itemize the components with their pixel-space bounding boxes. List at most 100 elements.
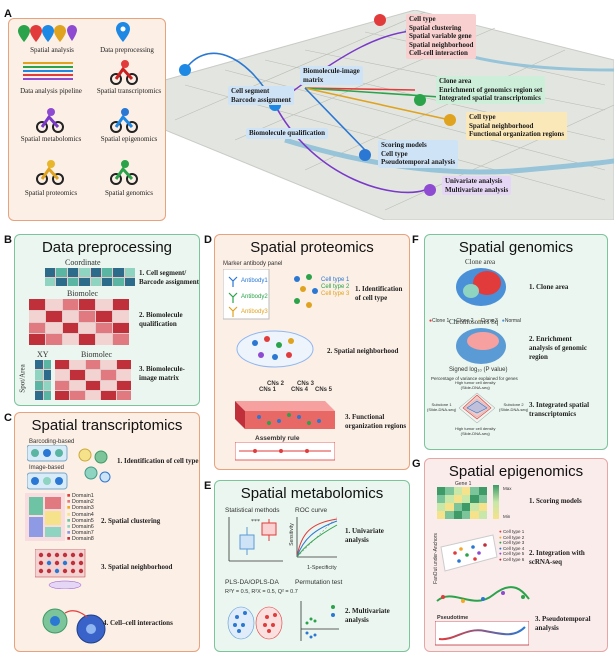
cn-label: CNs 2 — [267, 381, 285, 387]
antibody-label: Antibody3 — [241, 309, 268, 315]
panel-d-letter: D — [204, 234, 212, 246]
marker-panel-label: Marker antibody panel — [223, 261, 283, 267]
blue-rider-icon — [110, 108, 138, 133]
panel-b-title: Data preprocessing — [41, 239, 173, 256]
map-pin-icon — [374, 14, 386, 26]
radar-right-label: Subclone 2 (Slide-DNA-seq) — [499, 402, 529, 412]
panel-d-title: Spatial proteomics — [250, 239, 374, 256]
celltype-item: ● Cell type 2 — [499, 534, 525, 540]
permutation-chart — [300, 601, 339, 641]
location-pins-icon — [18, 25, 77, 42]
spatial-cluster-map — [25, 493, 65, 541]
panel-f-title: Spatial genomics — [458, 239, 574, 256]
map-tag-genomics: Clone area Enrichment of genomics region… — [436, 76, 546, 104]
panel-f-box: Spatial genomics Clone area ●Clone 1 ●Cl… — [424, 234, 608, 450]
celltype-item: ● Cell type 5 — [499, 551, 525, 556]
green-rider-icon — [110, 160, 138, 185]
biomolecule-heatmap — [29, 299, 129, 345]
step-label: 3. Spatial neighborhood — [101, 563, 173, 571]
antibody-panel — [223, 269, 270, 320]
radar-chart — [458, 392, 496, 424]
step-label: 1. Cell segment/ Barcode assignment — [139, 269, 199, 286]
clone-legend: ●Clone 1 ●Clone 2 ●Clone 3 ●Normal — [429, 309, 521, 327]
svg-text:***: *** — [251, 519, 260, 525]
panel-a-legend: Spatial analysis Data preprocessing Data… — [8, 18, 166, 221]
signed-label: Signed log₁₀ (P value) — [449, 367, 508, 373]
step-label: 3. Pseudotemporal analysis — [535, 615, 591, 632]
cn-label: CNs 1 — [259, 387, 277, 393]
cn-label: CNs 4 — [291, 387, 309, 393]
step-label: 1. Scoring models — [529, 497, 582, 505]
cn-labels: CNs 1 CNs 2 CNs 3 CNs 4 CNs 5 — [251, 381, 341, 393]
panel-g-title: Spatial epigenomics — [448, 463, 584, 480]
legend-label: Data analysis pipeline — [20, 87, 82, 95]
clone-area-label: Clone area — [465, 258, 496, 266]
map-tag-cell-segment: Cell segment Barcode assignment — [228, 86, 294, 105]
roc-curve-chart — [296, 516, 338, 558]
blue-pin-icon — [116, 22, 130, 42]
panel-e-title: Spatial metabolomics — [240, 485, 384, 502]
panel-b-letter: B — [4, 234, 12, 246]
celltype-item: ● Cell type 6 — [499, 556, 525, 562]
panel-f-letter: F — [412, 234, 419, 246]
celltype-item: ● Cell type 1 — [499, 529, 525, 534]
gene-label: Gene 1 — [455, 481, 472, 487]
radar-left-label: Subclone 1 (Slide-DNA-seq) — [427, 402, 457, 412]
variance-label: Percentage of variance explained for gen… — [431, 376, 518, 381]
boxplot-chart: *** — [228, 517, 283, 562]
panel-d-box: Spatial proteomics Marker antibody panel… — [214, 234, 410, 470]
radar-top-label: High tumor cell density (Slide-DNA-seq) — [455, 380, 496, 390]
biomolec-label-2: Biomolec — [81, 350, 113, 359]
cell-type-item: Cell type 1 — [321, 277, 350, 283]
pseudotime-label: Pseudotime — [437, 615, 469, 621]
assembly-rule-chart — [235, 442, 335, 461]
domain-item: ■ Domain2 — [67, 499, 94, 506]
red-rider-icon — [110, 60, 138, 85]
pls-scatter-chart — [227, 606, 283, 640]
domain-item: ■ Domain4 — [67, 511, 94, 518]
cn-label: CNs 5 — [315, 387, 333, 393]
cell-types-illustration — [27, 445, 68, 490]
step-label: 3. Biomolecule- image matrix — [139, 365, 185, 382]
panel-g-letter: G — [412, 458, 421, 470]
panel-c-letter: C — [4, 412, 12, 424]
scoring-heatmap — [437, 487, 487, 519]
legend-label: Spatial metabolomics — [20, 135, 82, 143]
step-label: 2. Enrichment analysis of genomic region — [529, 335, 587, 361]
legend-label: Spatial genomics — [104, 189, 154, 197]
celltype-legend: ● Cell type 1 ● Cell type 2 ● Cell type … — [499, 529, 524, 562]
panel-g-box: Spatial epigenomics Gene 1 Max Min 1. Sc… — [424, 458, 608, 652]
roc-label: ROC curve — [295, 507, 328, 514]
clone-legend-item: ●Normal — [501, 318, 521, 324]
antibody-label: Antibody2 — [241, 294, 268, 300]
step-label: 2. Integration with scRNA-seq — [529, 549, 585, 566]
map-pin-icon — [424, 184, 436, 196]
step-label: 3. Functional organization regions — [345, 413, 407, 430]
stat-label: Statistical methods — [225, 507, 280, 514]
domain-item: ■ Domain5 — [67, 517, 94, 524]
specificity-label: 1-Specificity — [307, 565, 337, 571]
sensitivity-label: Sensitivity — [288, 523, 295, 546]
legend-label: Spatial transcriptomics — [96, 87, 162, 95]
chromosome-label: Chromosomes 8q — [449, 318, 499, 326]
image-matrix-heatmap — [55, 360, 131, 400]
legend-label: Spatial proteomics — [24, 189, 78, 197]
cell-interaction-illustration — [42, 608, 106, 644]
clone-legend-item: ●Clone 1 — [429, 318, 450, 324]
panel-b-box: Data preprocessing Coordinate 1. Cell se… — [14, 234, 200, 406]
integration-scatter — [440, 534, 498, 572]
barcoding-label: Barcoding-based — [29, 439, 75, 445]
map-pin-icon — [359, 149, 371, 161]
cell-cluster-illustration — [78, 448, 111, 483]
panel-a-letter: A — [4, 8, 12, 20]
purple-rider-icon — [36, 108, 64, 133]
pls-label: PLS-DA/OPLS-DA — [225, 579, 279, 586]
step-label: 1. Identification of cell type — [117, 457, 199, 465]
functional-regions-3d — [235, 401, 335, 429]
biomolec-label: Biomolec — [67, 289, 99, 298]
coordinate-grid — [45, 268, 135, 286]
domain-item: ■ Domain6 — [67, 524, 94, 531]
domain-item: ■ Domain3 — [67, 505, 94, 512]
radar-bottom-label: High tumor cell density (Slide-DNA-seq) — [455, 426, 496, 436]
domain-item: ■ Domain8 — [67, 536, 94, 543]
